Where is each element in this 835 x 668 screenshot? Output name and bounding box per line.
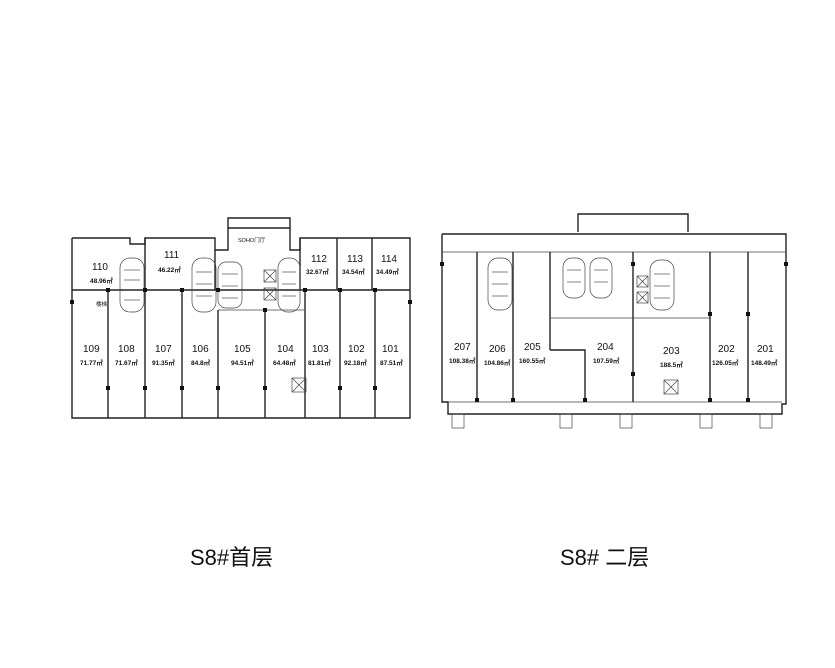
unit-207-number: 207 — [454, 342, 471, 353]
unit-107-area: 91.35㎡ — [152, 358, 175, 367]
unit-102-number: 102 — [348, 344, 365, 355]
unit-105-number: 105 — [234, 344, 251, 355]
unit-202-area: 126.05㎡ — [712, 358, 739, 367]
unit-113-number: 113 — [347, 254, 363, 265]
soho-lobby-label: SOHO门厅 — [238, 236, 266, 244]
unit-108-area: 71.67㎡ — [115, 358, 138, 367]
unit-109-number: 109 — [83, 344, 100, 355]
unit-110-number: 110 — [92, 262, 108, 273]
floor2-caption: S8# 二层 — [560, 545, 649, 570]
unit-108-number: 108 — [118, 344, 135, 355]
unit-203-area: 188.5㎡ — [660, 360, 683, 369]
unit-203-number: 203 — [663, 346, 680, 357]
unit-107-number: 107 — [155, 344, 172, 355]
unit-104-number: 104 — [277, 344, 294, 355]
unit-106-area: 84.8㎡ — [191, 358, 211, 367]
unit-206-area: 104.86㎡ — [484, 358, 511, 367]
unit-114-area: 34.49㎡ — [376, 267, 399, 276]
unit-105-area: 94.51㎡ — [231, 358, 254, 367]
unit-201-area: 148.49㎡ — [751, 358, 778, 367]
unit-109-area: 71.77㎡ — [80, 358, 103, 367]
unit-206-number: 206 — [489, 344, 506, 355]
unit-110-area: 48.96㎡ — [90, 276, 113, 285]
floor1-plan: 110 48.96㎡ 楼梯 111 46.22㎡ SOHO门厅 112 32.6… — [70, 217, 412, 570]
floor1-caption: S8#首层 — [190, 545, 273, 570]
unit-103-number: 103 — [312, 344, 329, 355]
unit-111-area: 46.22㎡ — [158, 265, 181, 274]
unit-202-number: 202 — [718, 344, 735, 355]
unit-101-number: 101 — [382, 344, 399, 355]
unit-102-area: 92.18㎡ — [344, 358, 367, 367]
unit-204-area: 107.59㎡ — [593, 356, 620, 365]
unit-204-number: 204 — [597, 342, 614, 353]
unit-101-area: 87.51㎡ — [380, 358, 403, 367]
unit-205-area: 160.55㎡ — [519, 356, 546, 365]
unit-112-number: 112 — [311, 254, 327, 265]
unit-112-area: 32.67㎡ — [306, 267, 329, 276]
unit-106-number: 106 — [192, 344, 209, 355]
unit-205-number: 205 — [524, 342, 541, 353]
unit-111-number: 111 — [164, 250, 180, 261]
unit-103-area: 81.81㎡ — [308, 358, 331, 367]
floor2-plan: 207 108.38㎡ 206 104.86㎡ 205 160.55㎡ 204 … — [440, 213, 788, 570]
unit-207-area: 108.38㎡ — [449, 356, 476, 365]
unit-114-number: 114 — [381, 254, 397, 265]
unit-104-area: 64.48㎡ — [273, 358, 296, 367]
unit-110-note: 楼梯 — [96, 300, 108, 308]
unit-201-number: 201 — [757, 344, 774, 355]
unit-113-area: 34.54㎡ — [342, 267, 365, 276]
